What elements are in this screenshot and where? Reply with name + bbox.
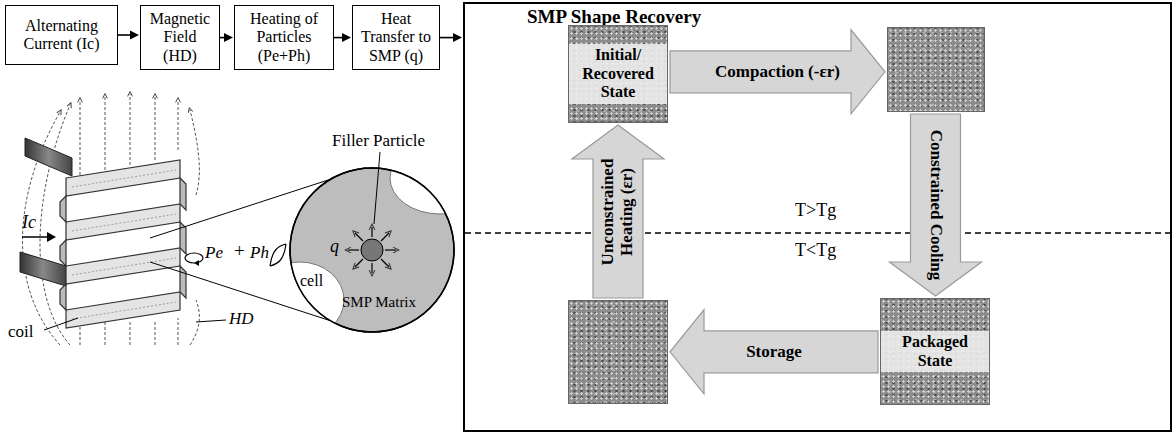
annotation-label: T>Tg xyxy=(795,200,836,221)
cells xyxy=(256,142,490,338)
process-box: Magnetic Field (HD) xyxy=(140,5,220,70)
annotation-label: coil xyxy=(8,322,34,342)
connector xyxy=(890,114,982,296)
process-box: Heating of Particles (Pe+Ph) xyxy=(234,5,334,70)
state-sample: Packaged State xyxy=(880,298,990,405)
node-label: Packaged State xyxy=(881,331,989,372)
connector xyxy=(334,33,351,42)
connector xyxy=(670,30,885,114)
state-sample xyxy=(568,300,668,404)
leader-line xyxy=(374,152,380,224)
state-sample: Initial/ Recovered State xyxy=(568,25,668,123)
connector xyxy=(118,31,139,40)
eddy-loop-symbol xyxy=(185,253,203,263)
node-label: Heat Transfer to SMP (q) xyxy=(357,10,435,65)
leader-line xyxy=(196,320,226,322)
state-sample xyxy=(887,27,985,112)
annotation-label: Ic xyxy=(22,212,36,233)
connector-label: Compaction (-εr) xyxy=(679,62,876,81)
node-label: Initial/ Recovered State xyxy=(569,44,667,103)
leader-line xyxy=(44,318,78,330)
eddy-loop-arrow xyxy=(194,260,199,266)
process-box: Alternating Current (Ic) xyxy=(5,5,118,65)
coil-lead xyxy=(20,252,66,286)
annotation-label: q xyxy=(330,236,339,257)
annotation-label: Pe xyxy=(205,243,223,263)
annotation-label: Filler Particle xyxy=(332,131,425,151)
annotation-label: cell xyxy=(300,272,323,290)
filler-particle xyxy=(361,239,383,261)
annotation-label: Ph xyxy=(250,243,269,263)
connector-label: Unconstrained Heating (εr) xyxy=(599,134,636,289)
annotation-label: + xyxy=(234,240,245,262)
annotation-label: HD xyxy=(229,309,254,329)
coil-ribbon xyxy=(60,160,186,328)
tg-line xyxy=(465,232,1170,233)
node-label: Alternating Current (Ic) xyxy=(10,17,113,54)
heat-flux-arrows xyxy=(348,227,396,273)
node-label: Heating of Particles (Pe+Ph) xyxy=(239,10,329,65)
connector xyxy=(220,33,233,42)
connector xyxy=(440,33,462,42)
connector xyxy=(670,310,878,394)
annotation-label: T<Tg xyxy=(795,240,836,261)
connector-label: Constrained Cooling xyxy=(926,123,945,287)
hysteresis-symbol xyxy=(270,244,286,266)
node-label: Magnetic Field (HD) xyxy=(145,10,215,65)
coil-texture xyxy=(72,170,176,319)
annotation-label: SMP Matrix xyxy=(342,294,416,311)
coil-lead xyxy=(25,138,72,176)
current-arrow-head xyxy=(47,232,56,242)
field-lines xyxy=(23,94,200,345)
connector-label: Storage xyxy=(679,342,869,361)
process-box: Heat Transfer to SMP (q) xyxy=(352,5,440,70)
connector xyxy=(572,125,664,298)
